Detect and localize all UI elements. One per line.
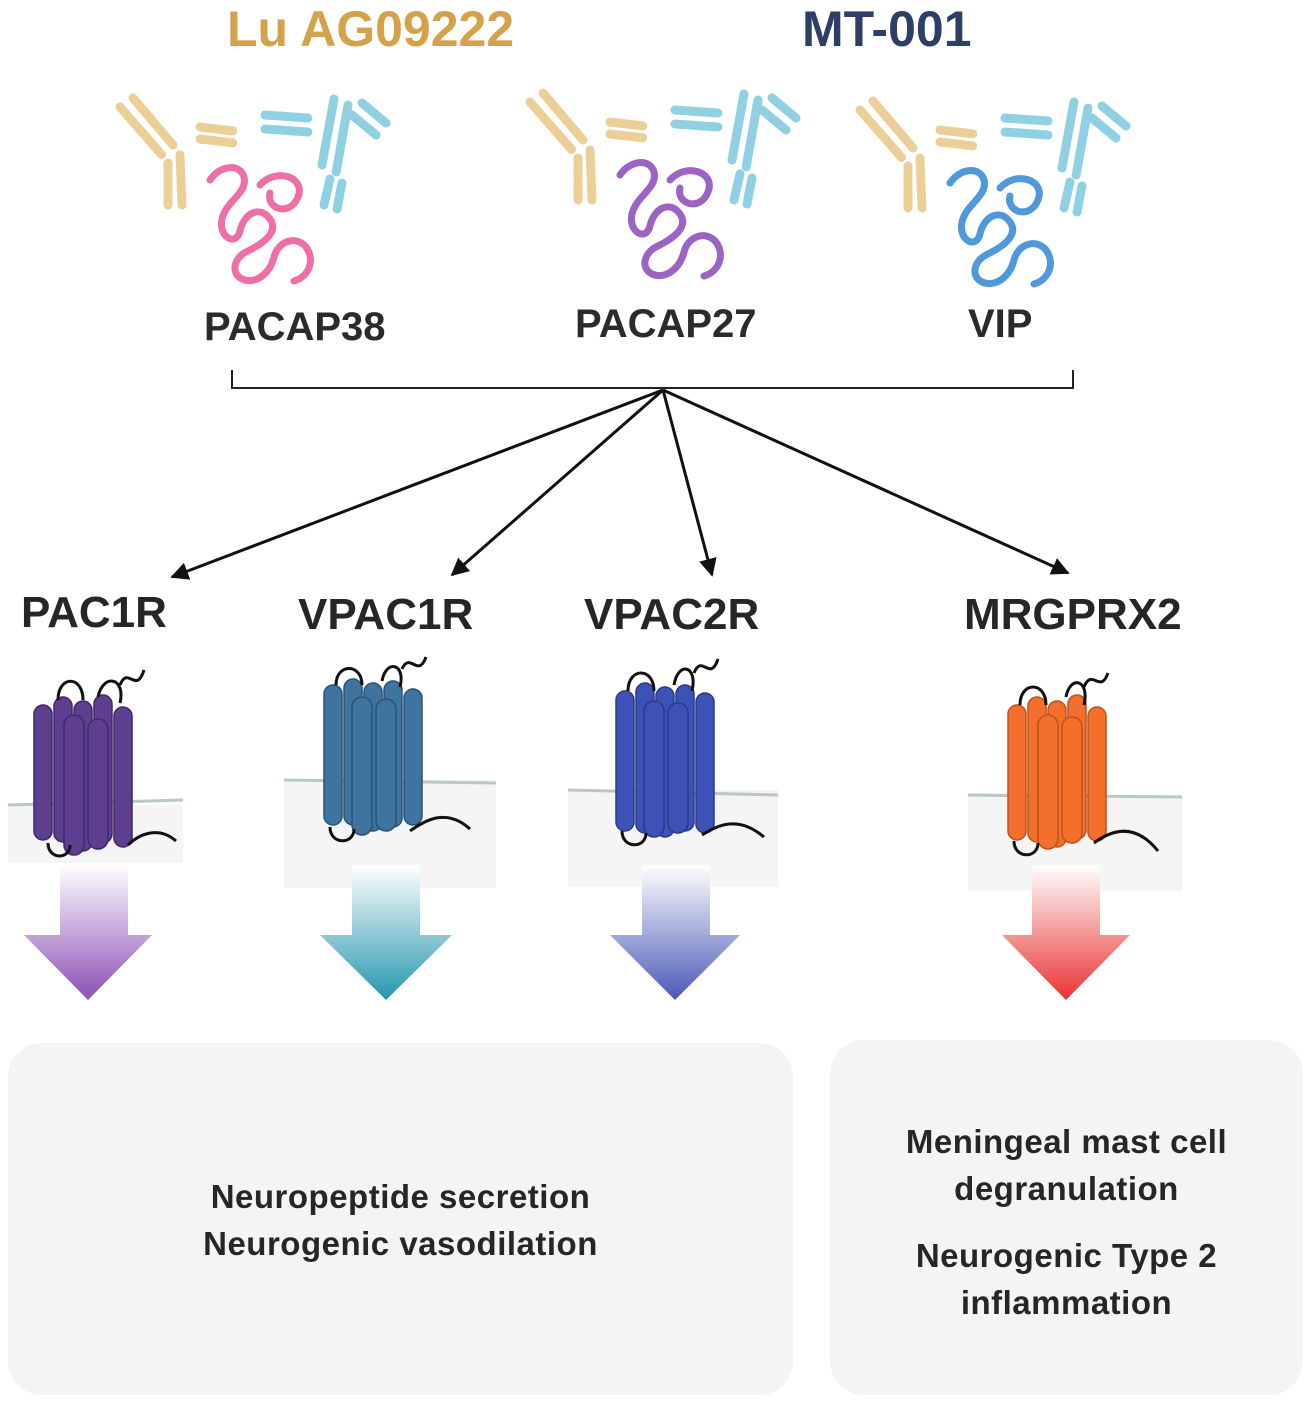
antibody-lu-ag09222-icon	[525, 88, 649, 205]
effect-text: inflammation	[960, 1284, 1173, 1321]
grouping-bracket	[231, 370, 1074, 389]
vpac1r-receptor-icon	[283, 656, 497, 888]
antibody-lu-ag09222-label: Lu AG09222	[227, 1, 515, 57]
peptide-group-vip	[855, 96, 1131, 288]
peptide-group-pacap27	[525, 88, 801, 280]
arrow-to-pac1r	[170, 388, 664, 580]
mrgprx2-signal-arrow	[1002, 865, 1130, 1000]
antibody-mt-001-icon	[260, 94, 391, 214]
effect-text: degranulation	[954, 1170, 1179, 1207]
pacap27-peptide-icon	[616, 159, 724, 280]
receptor-pac1r-label: PAC1R	[21, 588, 167, 637]
peptide-pacap27-label: PACAP27	[575, 302, 757, 346]
effect-box-left: Neuropeptide secretion Neurogenic vasodi…	[8, 1043, 793, 1395]
antibody-lu-ag09222-icon	[855, 96, 979, 213]
arrow-to-vpac1r	[450, 388, 664, 577]
antibody-lu-ag09222-icon	[115, 93, 239, 210]
arrow-to-vpac2r	[661, 389, 717, 577]
effect-text: Neurogenic Type 2	[915, 1237, 1218, 1274]
receptor-mrgprx2-label: MRGPRX2	[964, 590, 1182, 639]
pac1r-receptor-icon	[7, 669, 184, 863]
mrgprx2-receptor-icon	[967, 672, 1183, 891]
pac1r-signal-arrow	[24, 865, 152, 1000]
effect-text: Neuropeptide secretion	[210, 1178, 591, 1215]
pacap38-peptide-icon	[206, 164, 314, 285]
peptide-group-pacap38	[115, 93, 391, 285]
peptide-vip-label: VIP	[968, 302, 1033, 346]
receptor-vpac1r-label: VPAC1R	[298, 590, 474, 639]
antibody-mt-001-icon	[1000, 97, 1131, 217]
antibody-mt-001-icon	[670, 89, 801, 209]
vip-peptide-icon	[946, 167, 1054, 288]
signaling-arrows	[170, 388, 1070, 580]
effect-text: Meningeal mast cell	[905, 1123, 1228, 1160]
arrow-to-mrgprx2	[662, 388, 1070, 575]
vpac1r-signal-arrow	[320, 865, 452, 1000]
vpac2r-signal-arrow	[610, 865, 740, 1000]
vpac2r-receptor-icon	[567, 658, 779, 887]
peptide-pacap38-label: PACAP38	[204, 305, 386, 349]
effect-text: Neurogenic vasodilation	[203, 1225, 598, 1262]
receptor-vpac2r-label: VPAC2R	[584, 590, 760, 639]
effect-box-right: Meningeal mast cell degranulation Neurog…	[830, 1040, 1303, 1395]
antibody-mt-001-label: MT-001	[802, 1, 972, 57]
